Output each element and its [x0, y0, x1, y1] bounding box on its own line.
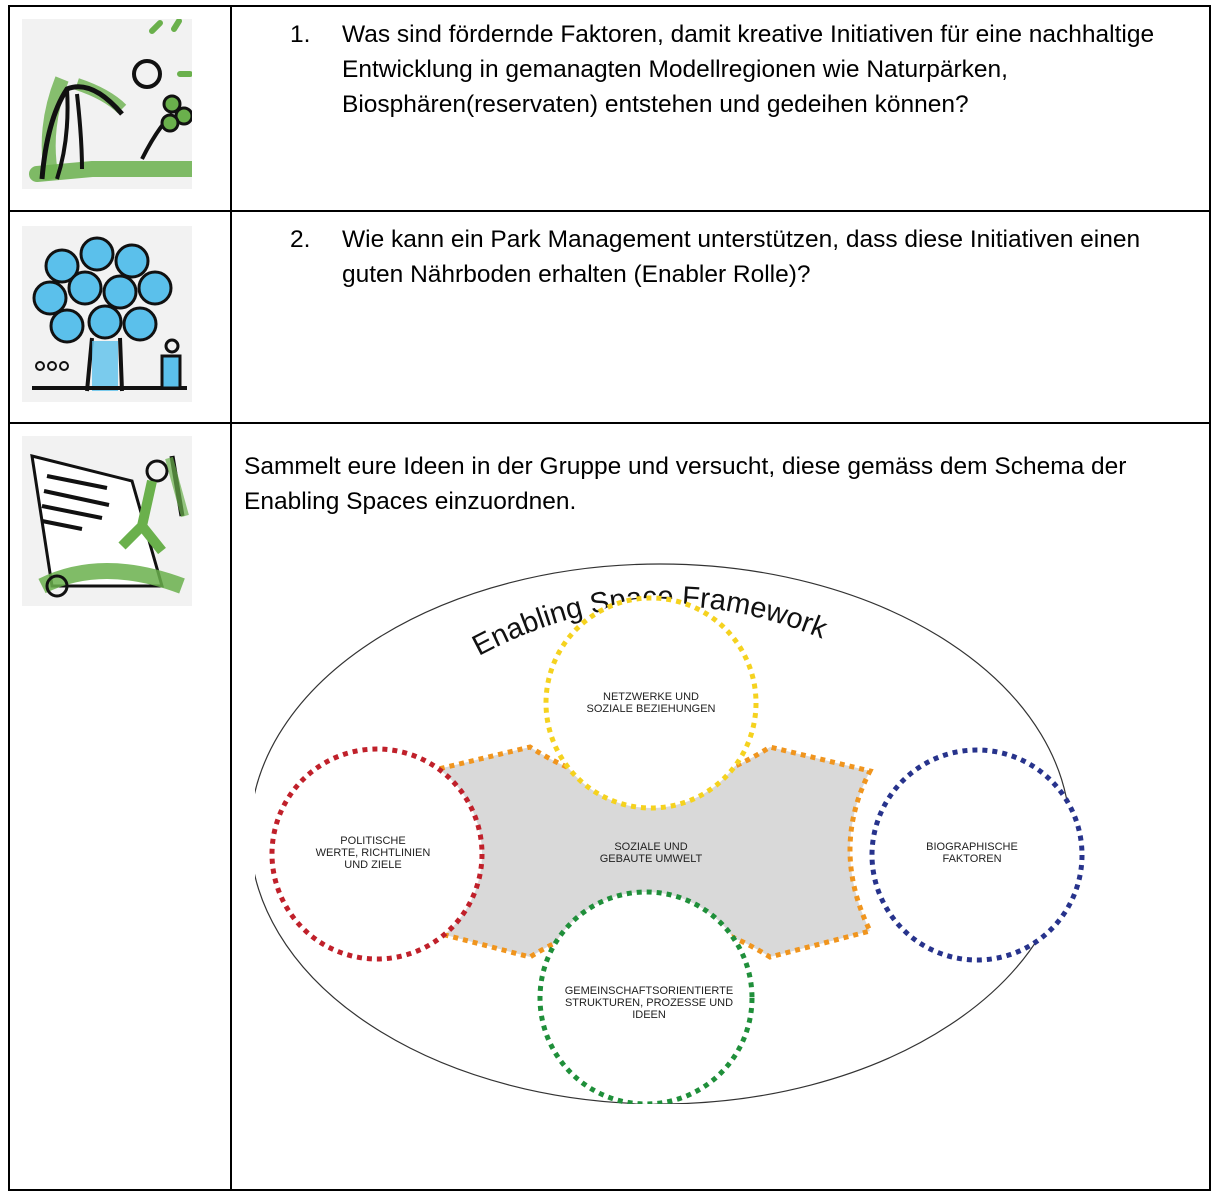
label-line: GEBAUTE UMWELT [600, 853, 703, 865]
question-number: 2. [290, 226, 311, 253]
label-line: GEMEINSCHAFTSORIENTIERTE [565, 985, 733, 997]
question-cell-2: 2. Wie kann ein Park Management unterstü… [230, 210, 1211, 424]
bottom-circle [537, 889, 755, 1104]
label-line: FAKTOREN [942, 853, 1001, 865]
enabling-space-diagram: Enabling Space Framework NETZWERKE UNDSO… [255, 544, 1212, 1104]
label-line: POLITISCHE [340, 835, 405, 847]
worksheet-table: 1. Was sind fördernde Faktoren, damit kr… [8, 5, 1211, 1191]
label-line: UND ZIELE [344, 859, 401, 871]
writer-on-scroll-icon [22, 436, 192, 606]
question-text: Wie kann ein Park Management unterstütze… [342, 226, 1141, 288]
idea-tree-icon [22, 226, 192, 402]
question-number: 1. [290, 21, 311, 48]
question-cell-1: 1. Was sind fördernde Faktoren, damit kr… [230, 5, 1211, 212]
icon-cell-3 [8, 422, 232, 1191]
label-line: NETZWERKE UND [603, 691, 699, 703]
task-row: Sammelt eure Ideen in der Gruppe und ver… [8, 422, 1212, 1191]
label-line: STRUKTUREN, PROZESSE UND [565, 997, 733, 1009]
question-row-1: 1. Was sind fördernde Faktoren, damit kr… [8, 5, 1211, 212]
label-line: BIOGRAPHISCHE [926, 841, 1018, 853]
icon-cell-2 [8, 210, 232, 424]
icon-cell-1 [8, 5, 232, 212]
label-line: SOZIALE BEZIEHUNGEN [587, 703, 716, 715]
label-line: SOZIALE UND [614, 841, 687, 853]
question-text: Was sind fördernde Faktoren, damit kreat… [342, 21, 1155, 118]
label-line: WERTE, RICHTLINIEN [316, 847, 431, 859]
left-circle [269, 746, 485, 962]
top-circle [543, 595, 759, 811]
gardener-icon [22, 19, 192, 189]
task-cell: Sammelt eure Ideen in der Gruppe und ver… [230, 422, 1212, 1191]
question-row-2: 2. Wie kann ein Park Management unterstü… [8, 210, 1211, 424]
right-circle [869, 747, 1085, 963]
label-line: IDEEN [632, 1009, 666, 1021]
task-instruction: Sammelt eure Ideen in der Gruppe und ver… [244, 453, 1127, 515]
